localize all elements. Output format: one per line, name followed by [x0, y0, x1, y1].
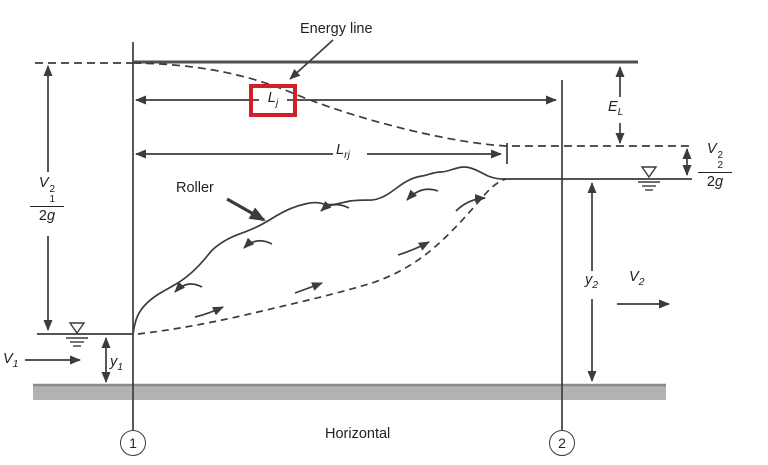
energy-line-pointer-arrow	[289, 39, 334, 80]
horizontal-label: Horizontal	[325, 426, 391, 442]
v1-label: V1	[3, 351, 19, 373]
backflow-arrow	[243, 237, 273, 249]
v2-head-base: V	[706, 141, 717, 157]
v1-sub: 1	[12, 358, 19, 370]
forward-flow-arrow	[194, 306, 224, 318]
v1-head-sub: 1	[49, 193, 56, 205]
y1-sub: 1	[117, 361, 124, 373]
v1-head-sup: 2	[49, 184, 56, 195]
v2-head-sub: 2	[717, 159, 724, 171]
v1-head-den-coeff: 2	[38, 208, 47, 224]
v1-head-base: V	[38, 175, 49, 191]
v2-base: V	[629, 269, 639, 285]
v1-base: V	[3, 351, 13, 367]
lrj-label: Lrj	[336, 142, 350, 164]
water-surface-marker-tailwater	[638, 166, 660, 191]
y2-label: y2	[585, 272, 598, 294]
lj-sub: j	[275, 96, 279, 109]
v2-head-den-var: g	[715, 174, 724, 190]
water-surface-marker-upstream	[66, 322, 88, 347]
el-label: EL	[608, 99, 624, 121]
lj-label: Lj	[268, 90, 278, 112]
v2-label: V2	[629, 269, 645, 291]
el-base: E	[608, 99, 618, 115]
energy-grade-curve-dashed	[132, 62, 690, 147]
v1-head-den-var: g	[47, 208, 56, 224]
v1-head-denominator: 2g	[28, 208, 66, 224]
y1-base: y	[110, 354, 118, 370]
y2-sub: 2	[592, 279, 599, 291]
lrj-sub: rj	[344, 149, 350, 161]
v2-head-denominator: 2g	[696, 174, 734, 190]
roller-label: Roller	[176, 180, 214, 196]
v2-sub: 2	[638, 276, 645, 288]
y2-base: y	[585, 272, 593, 288]
backflow-arrow	[406, 188, 439, 201]
section-1-marker: 1	[120, 430, 146, 456]
fraction-bar	[698, 172, 732, 173]
el-sub: L	[617, 106, 624, 118]
v2-head-sup: 2	[717, 150, 724, 161]
lrj-base: L	[336, 142, 345, 158]
forward-flow-arrow	[397, 241, 430, 256]
roller-pointer-arrow	[226, 197, 266, 222]
lj-highlight-box: Lj	[249, 84, 297, 117]
backflow-arrow	[320, 200, 350, 212]
roller-separation-dashed	[137, 178, 507, 335]
channel-bed	[33, 383, 666, 400]
forward-flow-arrow	[294, 282, 323, 294]
backflow-arrow	[174, 281, 203, 293]
lj-base: L	[267, 89, 276, 106]
y1-label: y1	[110, 354, 123, 376]
fraction-bar	[30, 206, 64, 207]
forward-flow-arrow	[455, 194, 486, 212]
v2-head-den-coeff: 2	[706, 174, 715, 190]
section-2-marker: 2	[549, 430, 575, 456]
roller-circulation-arrows	[174, 188, 486, 318]
energy-line-label: Energy line	[300, 21, 373, 37]
